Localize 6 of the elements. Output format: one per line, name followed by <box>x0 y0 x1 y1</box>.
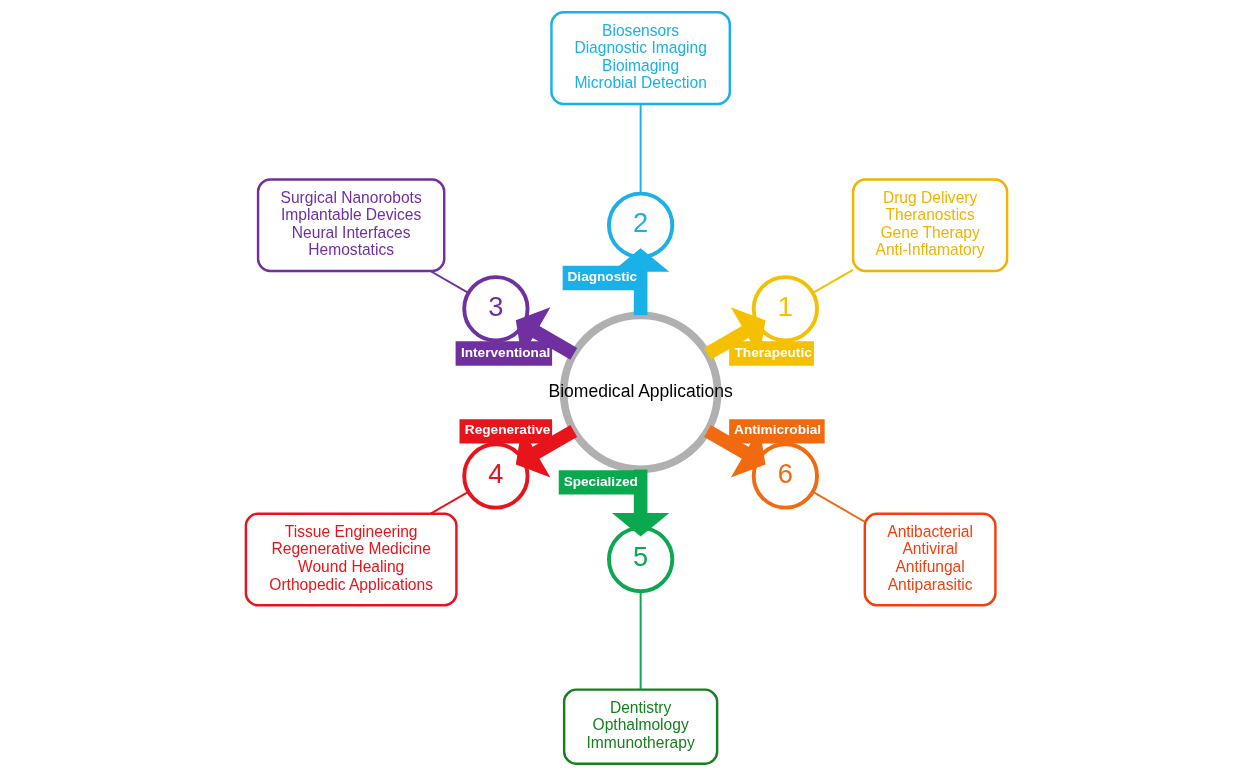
edge-label: Regenerative <box>464 422 551 438</box>
edge-label: Therapeutic <box>734 344 812 360</box>
edge-label: Antimicrobial <box>734 422 822 438</box>
edge-label: Diagnostic <box>567 269 638 285</box>
edge-label: Interventional <box>460 344 551 360</box>
edge-label: Specialized <box>563 473 638 489</box>
